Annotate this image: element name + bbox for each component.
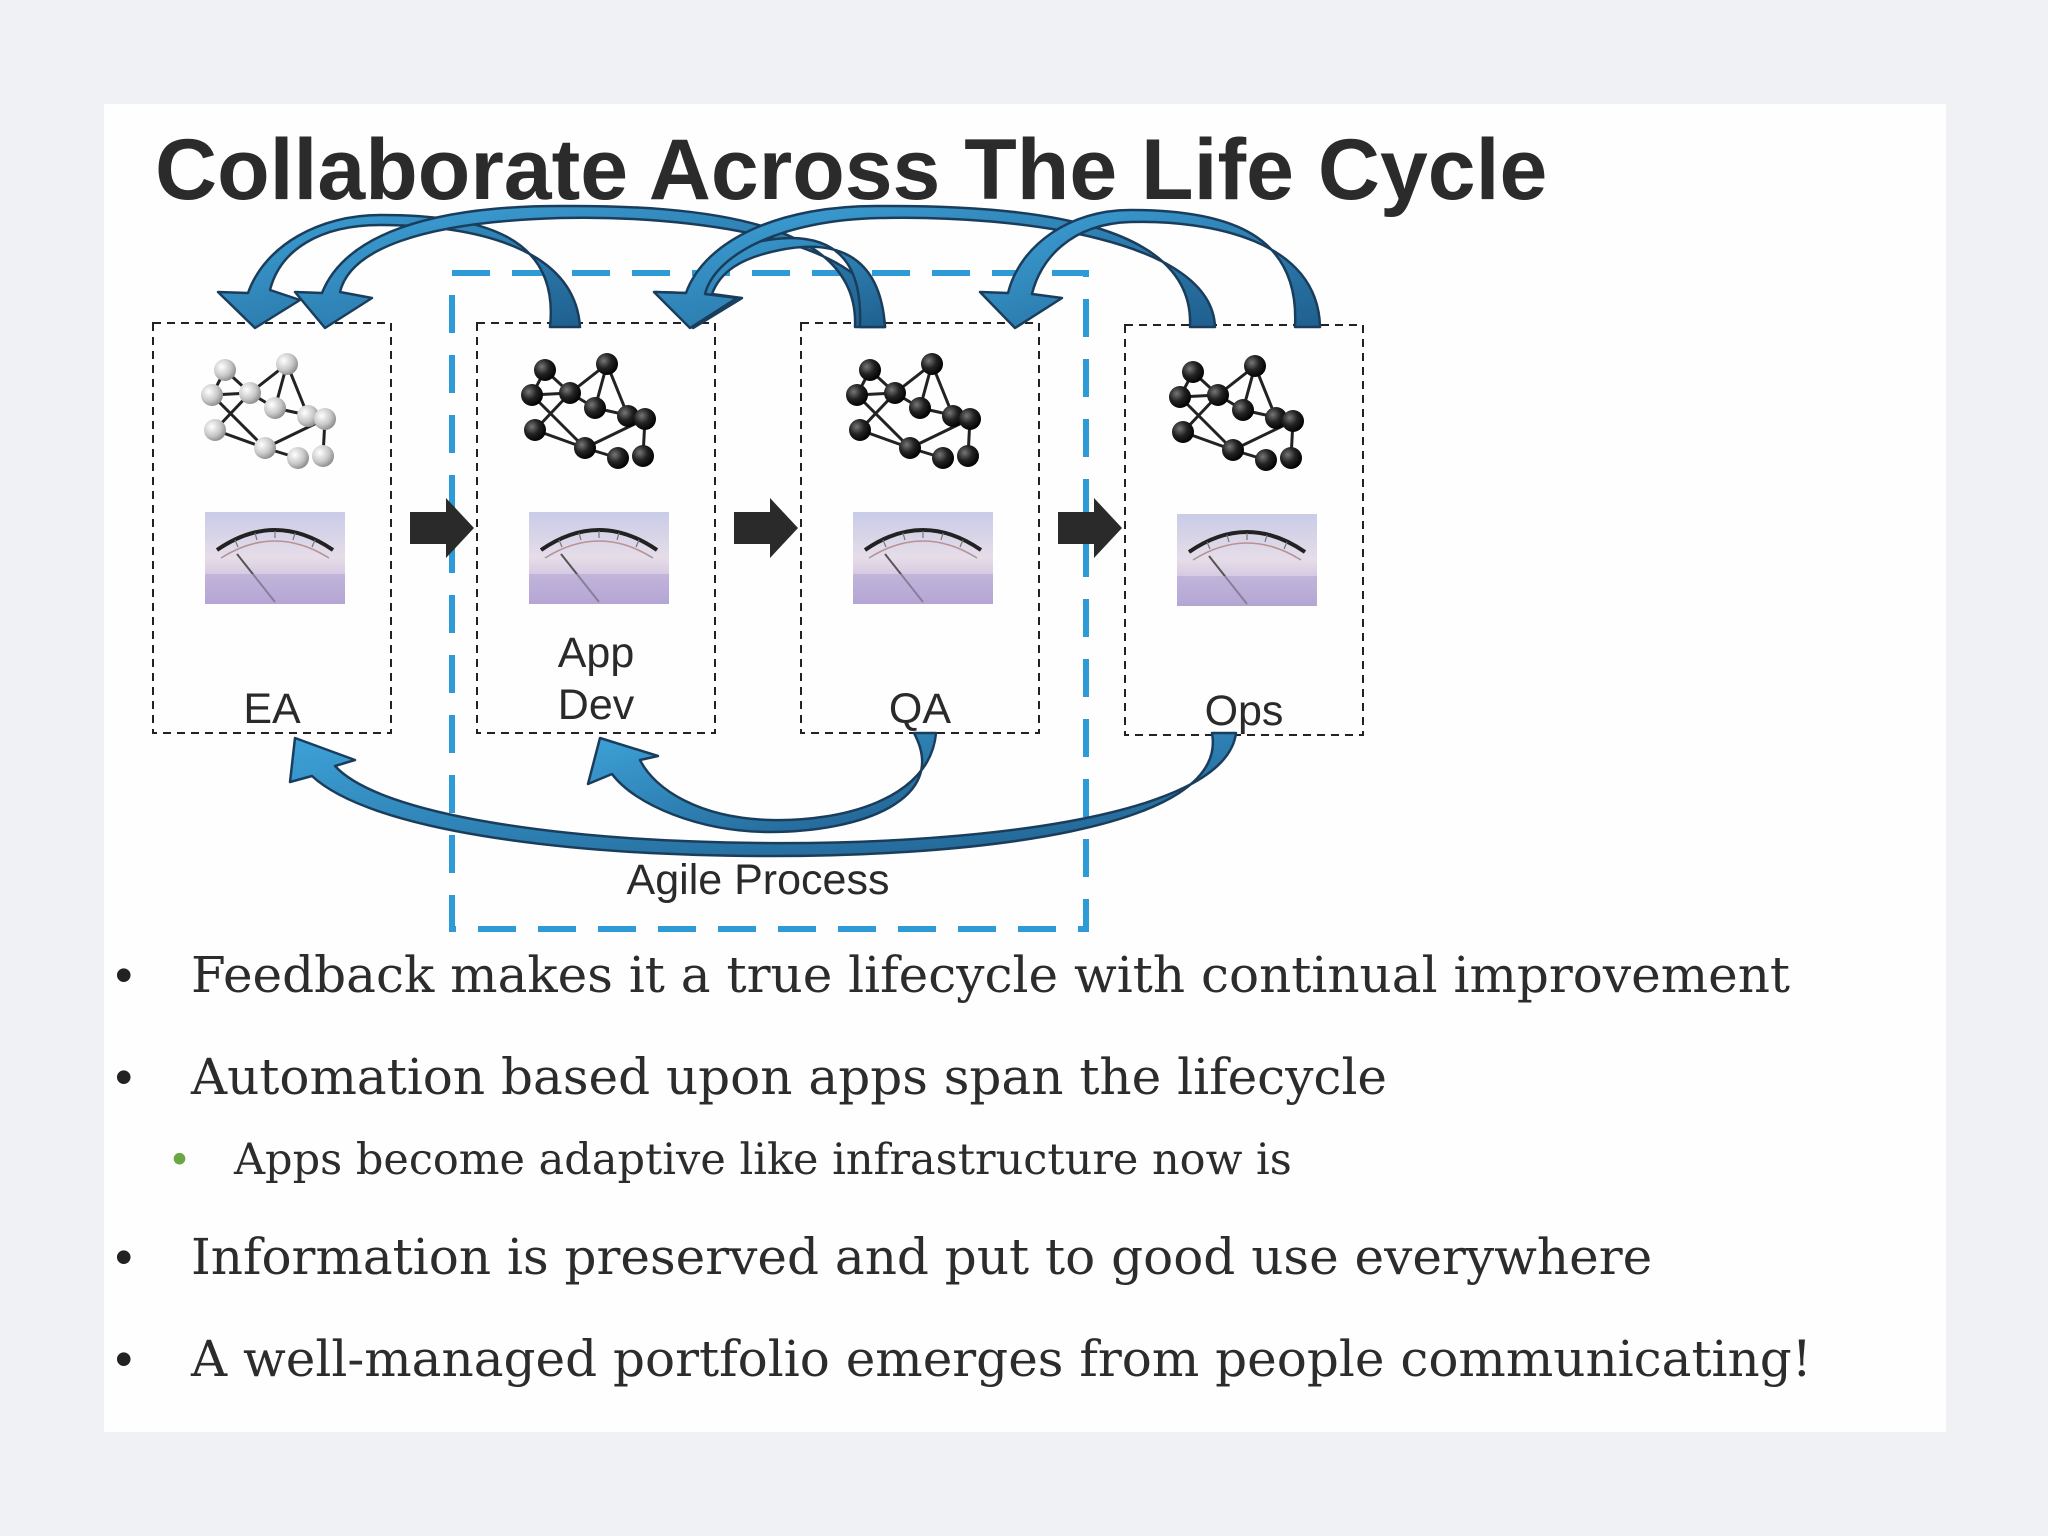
bullet-text: Apps become adaptive like infrastructure… — [234, 1135, 1292, 1185]
bullet-dot-icon: • — [172, 1135, 188, 1183]
slide — [104, 104, 1946, 1432]
bullet-dot-icon: • — [115, 1331, 133, 1387]
bullet-text: A well-managed portfolio emerges from pe… — [191, 1330, 1812, 1388]
feedback-arrow-ops-to-ea-bottom — [288, 731, 1238, 858]
stage-box-qa — [800, 322, 1040, 734]
flow-arrow-dev-to-qa — [734, 498, 798, 558]
stage-label-line1: App — [557, 629, 635, 677]
gauge-icon — [203, 510, 347, 606]
agile-process-boundary — [449, 270, 1089, 932]
bullet-item: • Information is preserved and put to go… — [115, 1228, 1653, 1286]
stage-label-line2: QA — [888, 685, 952, 733]
network-icon — [844, 351, 983, 471]
feedback-arrows-top — [216, 204, 1322, 330]
stage-label-app-dev: App Dev — [477, 628, 715, 731]
gauge-icon — [527, 510, 671, 606]
feedback-arrows-bottom — [288, 731, 1238, 858]
bullet-text: Feedback makes it a true lifecycle with … — [191, 946, 1790, 1004]
stage-box-ea — [152, 322, 392, 734]
gauge-icon — [851, 510, 995, 606]
flow-arrow-qa-to-ops — [1058, 498, 1122, 558]
feedback-arrow-dev-to-ea — [216, 213, 582, 330]
bullet-item: • Feedback makes it a true lifecycle wit… — [115, 946, 1790, 1004]
network-icon — [1167, 353, 1306, 473]
flow-arrow-ea-to-dev — [410, 498, 474, 558]
bullet-dot-icon: • — [115, 1049, 133, 1105]
bullet-dot-icon: • — [115, 947, 133, 1003]
stage-label-line2: Dev — [557, 680, 635, 729]
bullet-item: • Automation based upon apps span the li… — [115, 1048, 1388, 1106]
sub-bullet-item: • Apps become adaptive like infrastructu… — [172, 1135, 1292, 1185]
feedback-arrow-ops-to-dev — [652, 204, 1217, 330]
feedback-arrow-ops-to-qa — [978, 208, 1322, 330]
slide-title: Collaborate Across The Life Cycle — [155, 122, 1548, 218]
stage-label-line2: Ops — [1204, 687, 1284, 735]
network-icon — [199, 351, 338, 471]
stage-box-app-dev — [476, 322, 716, 734]
bullet-item: • A well-managed portfolio emerges from … — [115, 1330, 1812, 1388]
agile-process-label: Agile Process — [626, 856, 890, 904]
bullet-text: Automation based upon apps span the life… — [191, 1048, 1388, 1106]
feedback-arrow-qa-to-ea — [293, 204, 887, 330]
gauge-icon — [1175, 512, 1319, 608]
feedback-arrow-qa-to-dev-bottom — [586, 731, 938, 834]
bullet-text: Information is preserved and put to good… — [191, 1228, 1653, 1286]
bullet-dot-icon: • — [115, 1229, 133, 1285]
stage-label-line2: EA — [243, 685, 301, 733]
stage-box-ops — [1124, 324, 1364, 736]
network-icon — [519, 351, 658, 471]
